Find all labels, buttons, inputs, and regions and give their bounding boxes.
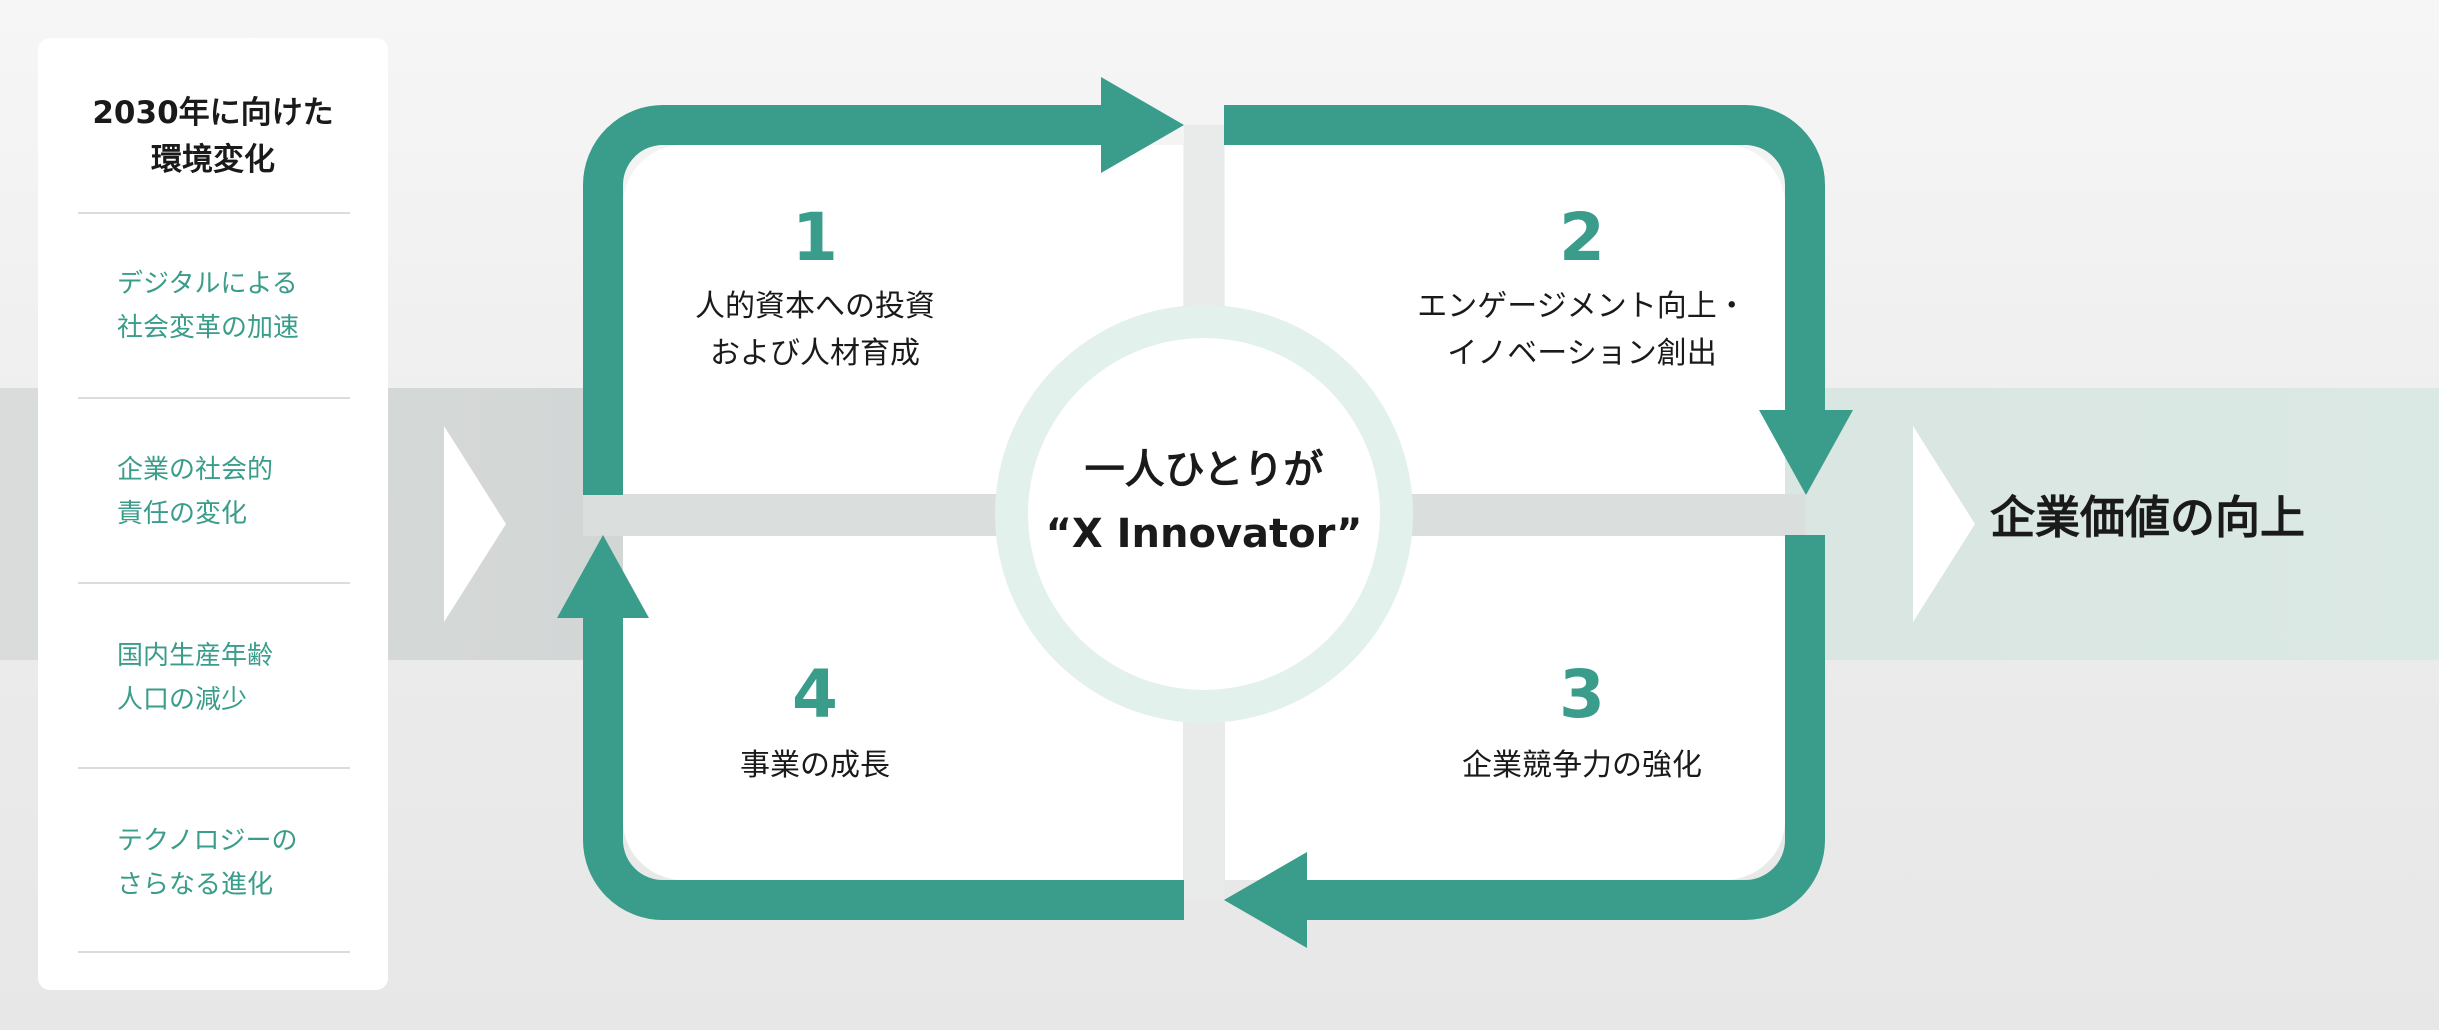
arrow-3-to-4 bbox=[1305, 535, 1825, 920]
quadrant-3-number: 3 bbox=[1559, 656, 1605, 733]
arrow-head-icon bbox=[1101, 77, 1184, 173]
divider bbox=[78, 951, 350, 953]
quadrant-1-number: 1 bbox=[792, 199, 838, 276]
quadrant-3-label: 企業競争力の強化 bbox=[1462, 748, 1702, 783]
result-label: 企業価値の向上 bbox=[1990, 491, 2306, 544]
quadrant-1-label: 人的資本への投資 および人材育成 bbox=[695, 289, 935, 371]
arrow-4-to-1 bbox=[583, 616, 1184, 920]
factor-technology-evolution: テクノロジーの さらなる進化 bbox=[117, 826, 298, 900]
quadrant-2-label: エンゲージメント向上・ イノベーション創出 bbox=[1417, 289, 1747, 371]
divider bbox=[78, 767, 350, 769]
arrow-head-icon bbox=[1759, 410, 1853, 495]
center-circle bbox=[1028, 338, 1380, 690]
panel-title: 2030年に向けた 環境変化 bbox=[92, 95, 334, 178]
arrow-head-icon bbox=[557, 535, 649, 618]
factor-corporate-responsibility: 企業の社会的 責任の変化 bbox=[117, 455, 274, 529]
environment-changes-panel: 2030年に向けた 環境変化 デジタルによる 社会変革の加速 企業の社会的 責任… bbox=[38, 38, 388, 990]
quadrant-4-label: 事業の成長 bbox=[740, 748, 890, 783]
factor-working-population: 国内生産年齢 人口の減少 bbox=[117, 641, 274, 715]
center-message: 一人ひとりが “X Innovator” bbox=[1045, 447, 1363, 557]
flow-chevron-icon bbox=[1913, 426, 1975, 622]
divider bbox=[78, 397, 350, 399]
divider bbox=[78, 582, 350, 584]
arrow-2-to-3 bbox=[1224, 105, 1825, 412]
quadrant-4-number: 4 bbox=[792, 656, 838, 733]
factor-digital-transformation: デジタルによる 社会変革の加速 bbox=[117, 269, 300, 343]
arrow-1-to-2 bbox=[583, 105, 1103, 495]
flow-chevron-icon bbox=[444, 426, 506, 622]
arrow-head-icon bbox=[1224, 852, 1307, 948]
divider bbox=[78, 212, 350, 214]
quadrant-2-number: 2 bbox=[1559, 199, 1605, 276]
